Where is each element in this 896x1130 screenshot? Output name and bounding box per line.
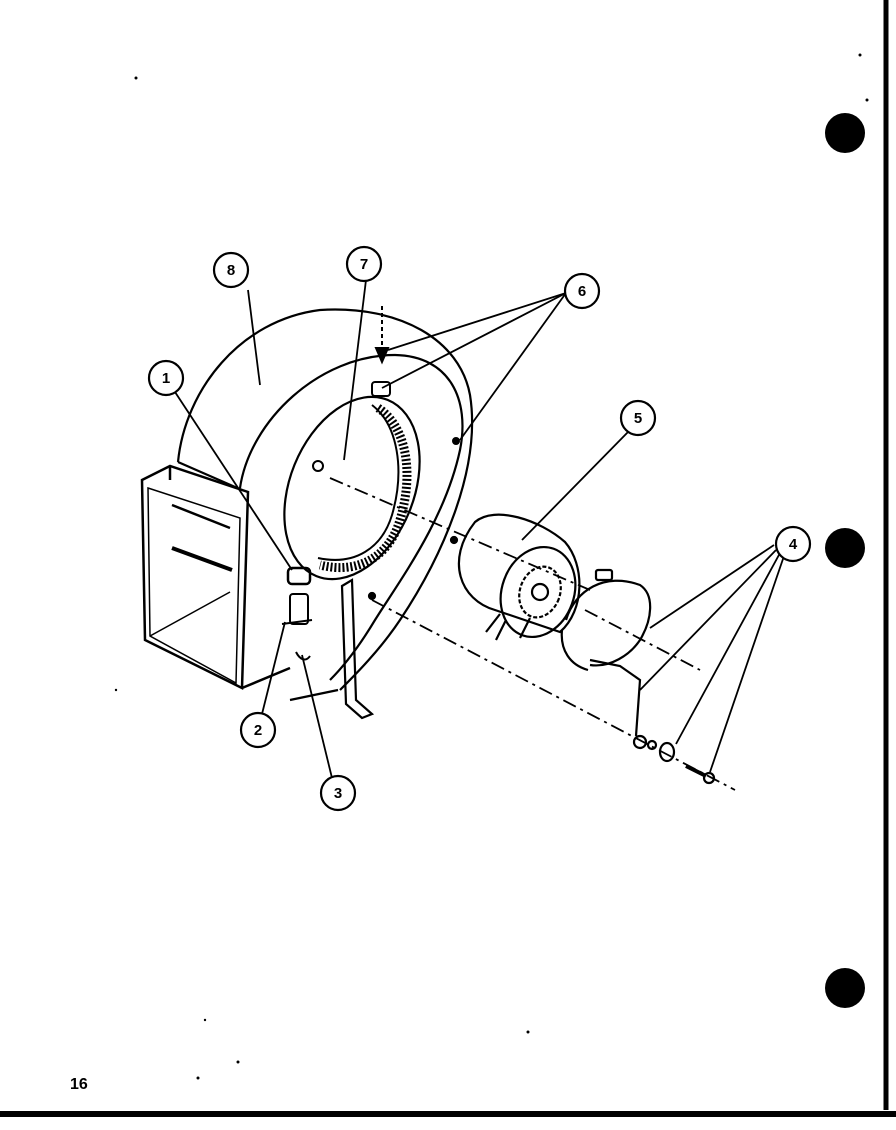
top-binder-hole <box>825 113 865 153</box>
discharge-outlet <box>140 464 291 690</box>
page-number: 16 <box>70 1076 88 1093</box>
housing-fasteners <box>371 306 460 445</box>
callout-label-6: 6 <box>578 283 586 300</box>
callout-7: 7 <box>345 245 383 283</box>
callout-1: 1 <box>147 359 185 397</box>
shaft-centerline <box>329 477 736 791</box>
bottom-binder-hole <box>825 968 865 1008</box>
callout-label-4: 4 <box>789 536 798 553</box>
callout-2: 2 <box>239 711 277 749</box>
scan-specks <box>114 53 869 1080</box>
callout-6: 6 <box>563 272 601 310</box>
callout-4: 4 <box>774 525 812 563</box>
callout-label-1: 1 <box>162 370 170 387</box>
blower-housing <box>176 308 474 702</box>
blower-wheel <box>312 404 412 573</box>
callout-8: 8 <box>212 251 250 289</box>
leader-lines <box>174 279 785 779</box>
callout-label-5: 5 <box>634 410 642 427</box>
callout-5: 5 <box>619 399 657 437</box>
callout-label-3: 3 <box>334 785 342 802</box>
callout-3: 3 <box>319 774 357 812</box>
wire-clip <box>281 593 313 661</box>
callout-label-8: 8 <box>227 262 235 279</box>
drain-bracket <box>340 578 377 720</box>
callout-label-2: 2 <box>254 722 262 739</box>
motor-mount-hardware <box>560 568 716 785</box>
blower-motor <box>449 513 581 641</box>
callout-label-7: 7 <box>360 256 368 273</box>
middle-binder-hole <box>825 528 865 568</box>
grommet <box>286 566 312 586</box>
